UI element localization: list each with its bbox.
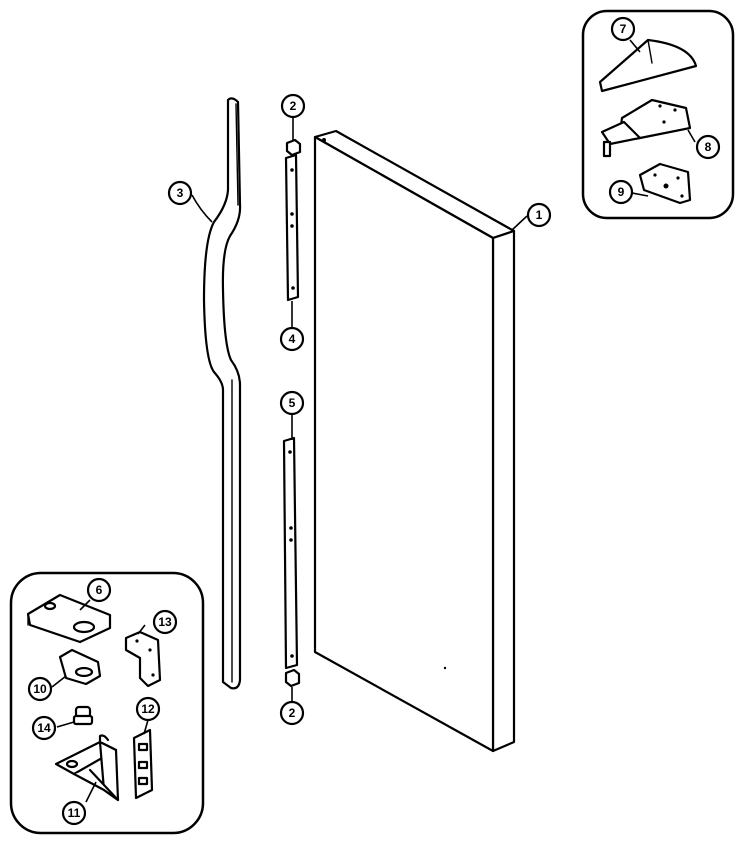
callout-14-label: 14: [37, 721, 51, 735]
door-shim: [132, 728, 154, 800]
callout-13: 13: [152, 609, 178, 635]
callout-9-label: 9: [618, 185, 625, 199]
callout-10-label: 10: [33, 682, 47, 696]
callout-8-label: 8: [705, 140, 712, 154]
callout-3-label: 3: [177, 186, 184, 200]
upper-hinge: [600, 98, 692, 158]
callout-2-top: 2: [280, 93, 306, 119]
callout-4-label: 4: [289, 332, 296, 346]
callout-2-bottom-label: 2: [289, 706, 296, 720]
hinge-plate: [124, 630, 162, 688]
callout-1-label: 1: [536, 208, 543, 222]
lower-hinge-bracket: [26, 593, 112, 644]
hinge-shim: [638, 162, 692, 205]
callout-7-label: 7: [620, 22, 627, 36]
callout-1: 1: [526, 202, 552, 228]
callout-3: 3: [167, 180, 193, 206]
callout-12: 12: [135, 696, 161, 722]
callout-6: 6: [86, 577, 112, 603]
lower-trim-strip: [282, 436, 299, 670]
callout-11: 11: [61, 800, 87, 826]
door-panel: [313, 129, 516, 753]
callout-14: 14: [31, 715, 57, 741]
callout-7: 7: [610, 16, 636, 42]
callout-6-label: 6: [96, 583, 103, 597]
callout-9: 9: [608, 179, 634, 205]
handle: [202, 97, 242, 690]
hinge-bushing: [58, 648, 102, 686]
hinge-pin: [72, 705, 94, 726]
callout-11-label: 11: [68, 806, 81, 820]
callout-4: 4: [279, 326, 305, 352]
callout-2-bottom: 2: [279, 700, 305, 726]
callout-13-label: 13: [158, 615, 172, 629]
hinge-cover: [598, 38, 698, 93]
strip-cap-bottom: [284, 668, 301, 688]
callout-2-top-label: 2: [290, 99, 297, 113]
callout-12-label: 12: [141, 702, 155, 716]
callout-5: 5: [279, 390, 305, 416]
callout-5-label: 5: [289, 396, 296, 410]
lower-bracket: [54, 734, 120, 802]
strip-cap-top: [285, 138, 302, 157]
leader-lines: [51, 39, 696, 803]
lower-hinge-inset: [9, 571, 205, 835]
upper-hinge-inset: [581, 9, 735, 220]
callout-10: 10: [27, 676, 53, 702]
callout-8: 8: [695, 134, 721, 160]
upper-trim-strip: [284, 153, 300, 302]
